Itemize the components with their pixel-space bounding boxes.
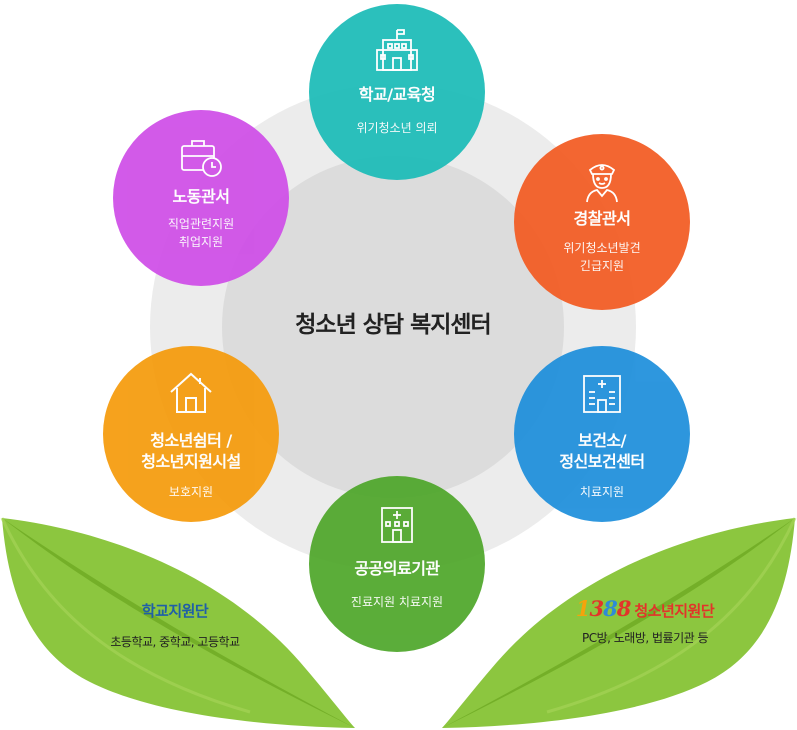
- node-shelter: 청소년쉼터 / 청소년지원시설 보호지원: [103, 346, 279, 522]
- node-desc: 취업지원: [178, 235, 224, 249]
- node-title: 공공의료기관: [354, 559, 440, 578]
- node-title: 보건소/: [577, 431, 627, 450]
- clinic-building-icon: [381, 507, 413, 543]
- node-public-medical: 공공의료기관 진료지원 치료지원: [309, 476, 485, 652]
- youth-support-title: 청소년지원단: [634, 602, 715, 620]
- hospital-building-icon: [583, 375, 621, 413]
- node-title: 청소년지원시설: [141, 452, 241, 471]
- hotline-digit: 8: [616, 596, 632, 621]
- node-desc: 위기청소년발견: [563, 241, 641, 255]
- node-desc: 직업관련지원: [167, 217, 235, 231]
- node-desc: 치료지원: [579, 485, 625, 499]
- right-leaf: [442, 517, 797, 728]
- node-title: 청소년쉼터 /: [150, 431, 232, 450]
- school-support-title: 학교지원단: [141, 602, 209, 620]
- house-icon: [170, 372, 212, 413]
- node-title: 노동관서: [172, 187, 230, 206]
- briefcase-clock-icon: [181, 140, 222, 177]
- left-leaf: [0, 517, 355, 728]
- node-health-center: 보건소/ 정신보건센터 치료지원: [514, 346, 690, 522]
- left-leaf-text: 학교지원단 초등학교, 중학교, 고등학교: [80, 600, 270, 650]
- node-title: 학교/교육청: [358, 85, 436, 104]
- node-desc: 위기청소년 의뢰: [356, 121, 438, 135]
- police-officer-icon: [586, 164, 618, 203]
- node-school: 학교/교육청 위기청소년 의뢰: [309, 4, 485, 180]
- school-support-sub: 초등학교, 중학교, 고등학교: [110, 635, 240, 649]
- youth-support-sub: PC방, 노래방, 법률기관 등: [581, 631, 709, 645]
- node-desc: 긴급지원: [579, 259, 625, 273]
- node-title: 경찰관서: [573, 209, 631, 228]
- node-desc: 보호지원: [168, 485, 214, 499]
- hotline-digit: 8: [603, 596, 618, 621]
- node-title: 정신보건센터: [559, 452, 645, 471]
- center-title: 청소년 상담 복지센터: [295, 312, 491, 338]
- right-leaf-text: 1 3 8 8 청소년지원단 PC방, 노래방, 법률기관 등: [535, 596, 755, 646]
- school-building-icon: [376, 29, 418, 71]
- hotline-digit: 1: [575, 596, 591, 621]
- node-desc: 진료지원 치료지원: [350, 595, 444, 609]
- hotline-digit: 3: [589, 596, 604, 621]
- node-labor-office: 노동관서 직업관련지원 취업지원: [113, 110, 289, 286]
- node-police: 경찰관서 위기청소년발견 긴급지원: [514, 134, 690, 310]
